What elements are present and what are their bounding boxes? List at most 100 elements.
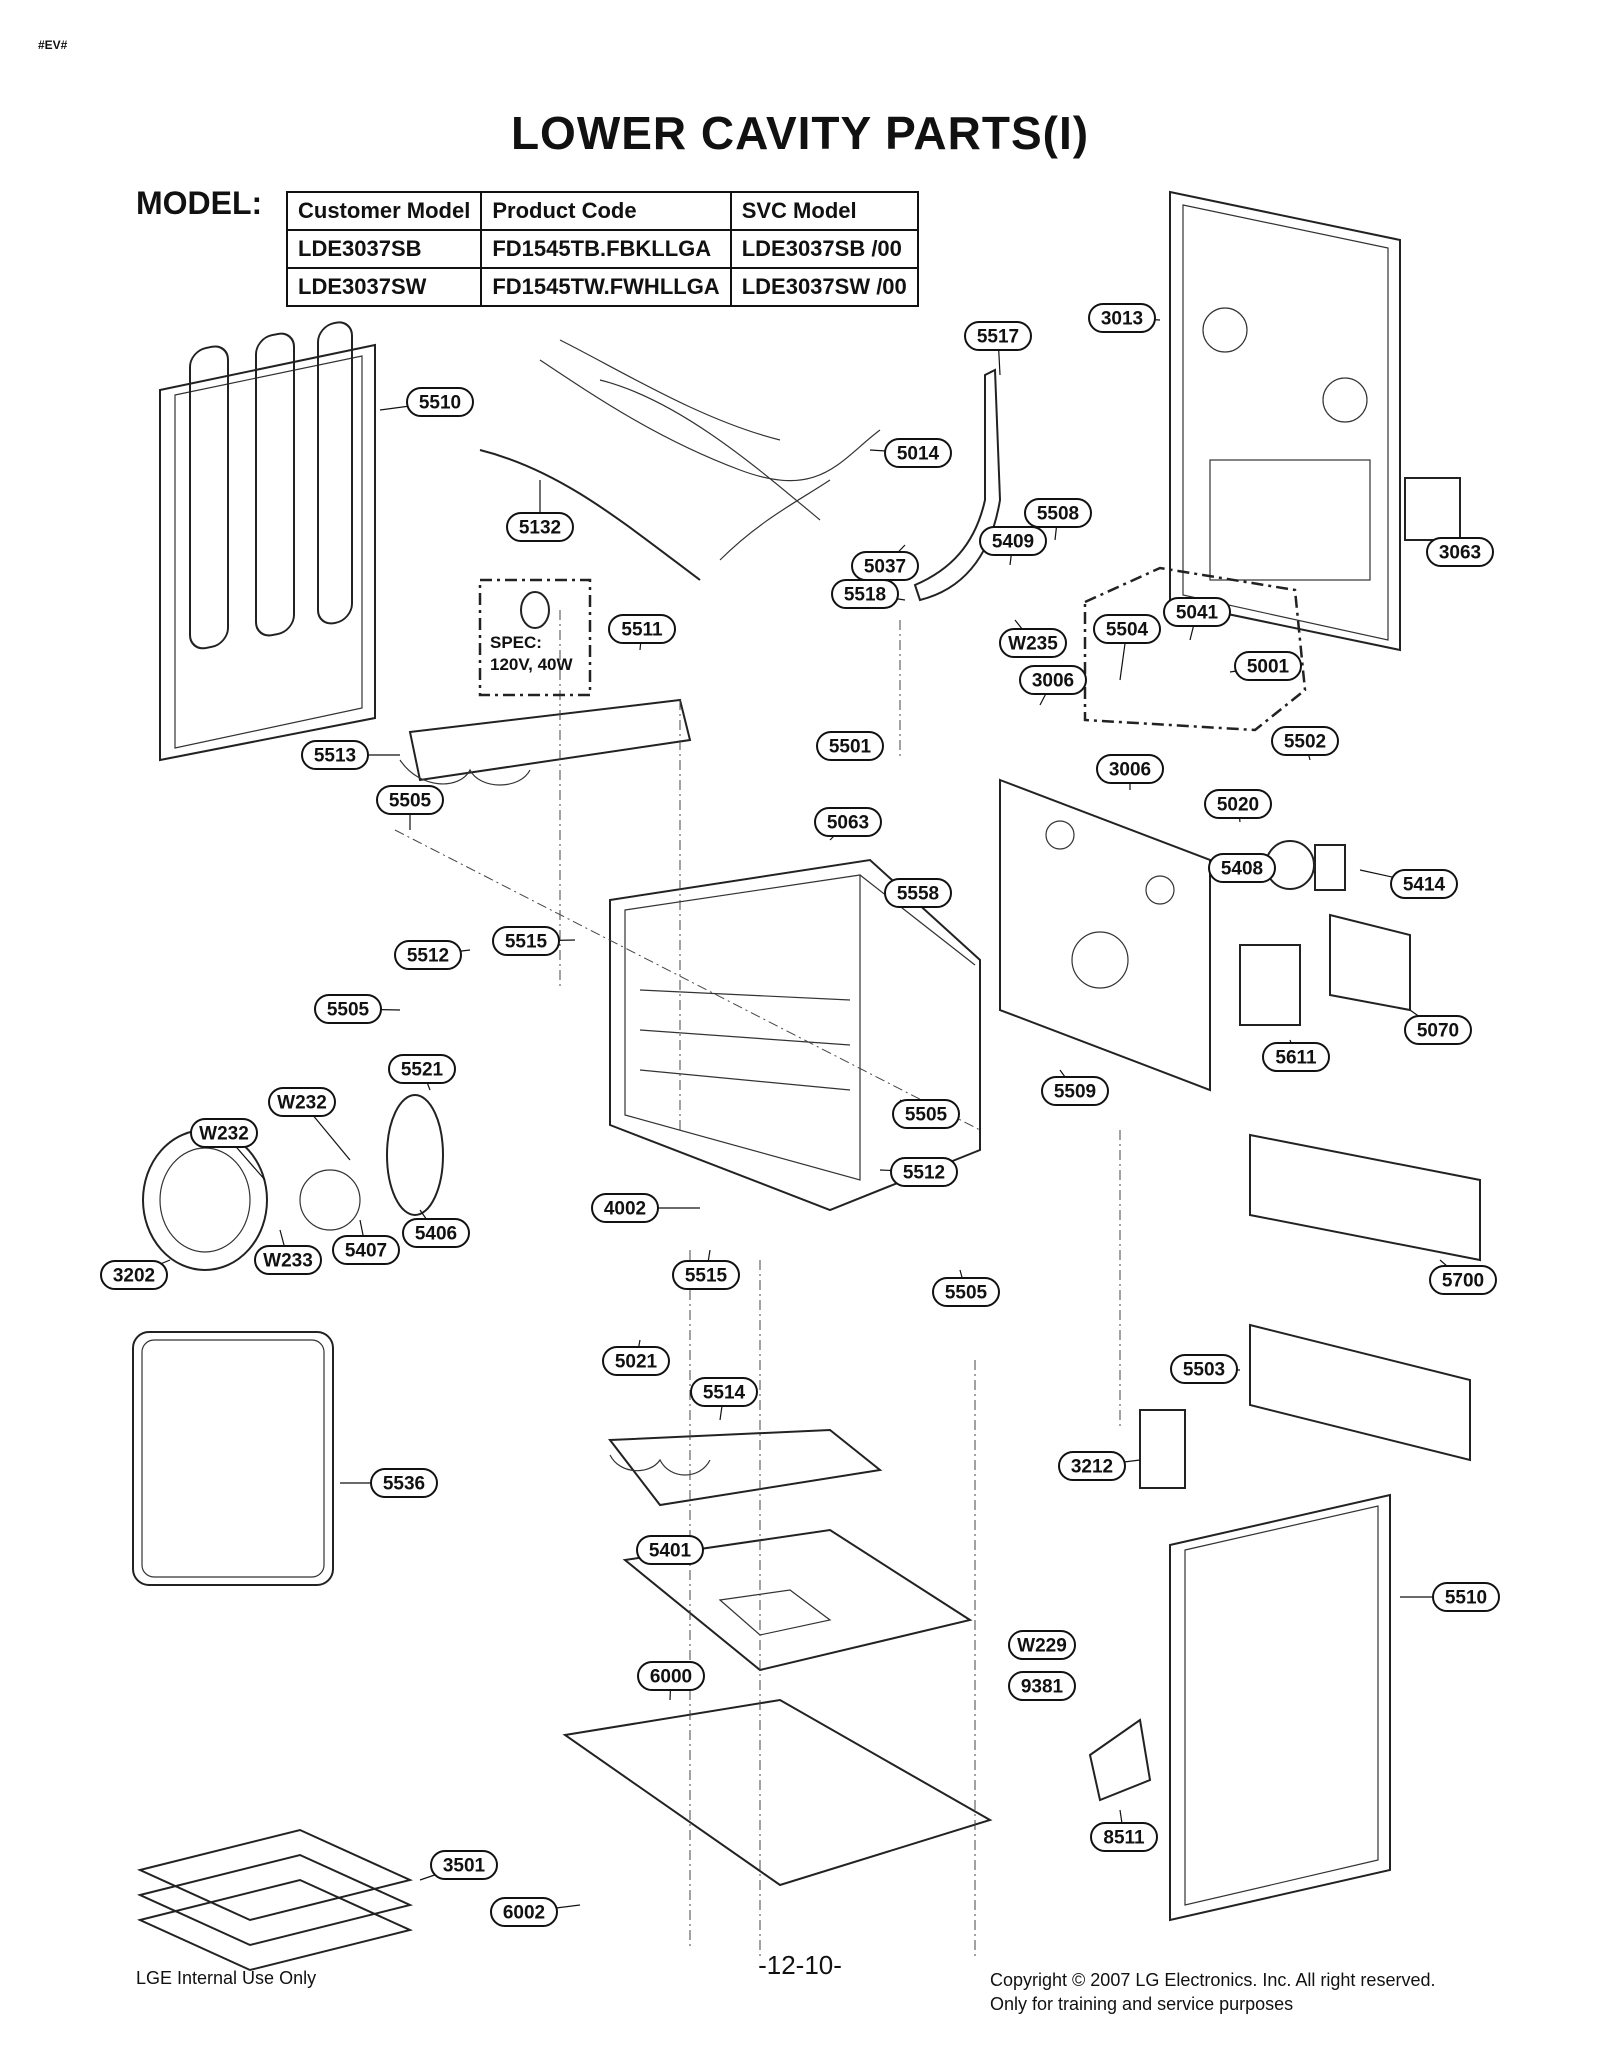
part-number-label: 4002 (604, 1199, 646, 1220)
part-number-label: 5504 (1106, 620, 1149, 641)
model-table-header-row: Customer Model Product Code SVC Model (285, 191, 919, 231)
model-table-row: LDE3037SB FD1545TB.FBKLLGA LDE3037SB /00 (285, 229, 919, 269)
part-number-label: 5515 (505, 932, 548, 953)
oven-racks (136, 1828, 414, 1972)
part-number-label: 3013 (1101, 309, 1143, 330)
part-label-bubble (816, 731, 884, 761)
part-label-bubble (672, 1260, 740, 1290)
part-number-label: 5558 (897, 884, 939, 905)
part-number-label: 5414 (1403, 875, 1446, 896)
part-number-label: 5513 (314, 746, 356, 767)
bake-element-upper (399, 698, 692, 786)
part-label-bubble (608, 614, 676, 644)
part-label-bubble (1090, 1822, 1158, 1852)
part-number-label: 6000 (650, 1667, 692, 1688)
part-label-bubble (314, 994, 382, 1024)
part-number-label: 5517 (977, 327, 1019, 348)
part-label-bubble (1432, 1582, 1500, 1612)
part-number-label: 5536 (383, 1474, 425, 1495)
part-label-bubble (254, 1245, 322, 1275)
part-label-bubble (1058, 1451, 1126, 1481)
part-label-bubble (1271, 726, 1339, 756)
part-number-label: 9381 (1021, 1677, 1064, 1698)
bracket-3212 (1139, 1409, 1186, 1489)
part-label-bubble (1426, 537, 1494, 567)
fan-box (1329, 913, 1411, 1012)
part-number-label: 5514 (703, 1383, 746, 1404)
part-label-bubble (190, 1118, 258, 1148)
part-label-bubble (402, 1218, 470, 1248)
part-label-bubble (1088, 303, 1156, 333)
part-label-bubble (376, 785, 444, 815)
part-number-label: 5070 (1417, 1021, 1459, 1042)
part-label-bubble (964, 321, 1032, 351)
part-label-bubble (1024, 498, 1092, 528)
part-number-label: 5509 (1054, 1082, 1096, 1103)
part-label-bubble (890, 1157, 958, 1187)
part-number-label: 5510 (419, 393, 461, 414)
part-label-bubble (1208, 853, 1276, 883)
side-panel-left (159, 321, 376, 762)
part-label-bubble (999, 628, 1067, 658)
copyright-line-2: Only for training and service purposes (990, 1994, 1294, 2014)
part-label-bubble (1008, 1630, 1076, 1660)
cell-customer-model: LDE3037SB (285, 229, 483, 269)
vent-cover (1404, 477, 1461, 541)
part-number-label: W233 (263, 1251, 313, 1272)
cell-product-code: FD1545TB.FBKLLGA (480, 229, 732, 269)
part-label-bubble (1163, 597, 1231, 627)
part-label-bubble (1204, 789, 1272, 819)
part-number-label: 5503 (1183, 1360, 1225, 1381)
part-number-label: 5041 (1176, 603, 1219, 624)
part-label-bubble (884, 438, 952, 468)
part-number-label: W235 (1008, 634, 1058, 655)
cell-customer-model: LDE3037SW (285, 267, 483, 307)
bulb-spec-text: SPEC: 120V, 40W (490, 632, 573, 676)
part-label-bubble (1429, 1265, 1497, 1295)
copyright-line-1: Copyright © 2007 LG Electronics. Inc. Al… (990, 1970, 1436, 1990)
model-table-row: LDE3037SW FD1545TW.FWHLLGA LDE3037SW /00 (285, 267, 919, 307)
part-number-label: 5406 (415, 1224, 457, 1245)
part-number-label: 5020 (1217, 795, 1259, 816)
part-label-bubble (884, 878, 952, 908)
part-number-label: 5505 (327, 1000, 370, 1021)
part-label-bubble (690, 1377, 758, 1407)
wiring-harness (479, 339, 881, 581)
part-label-bubble (492, 926, 560, 956)
part-label-bubble (814, 807, 882, 837)
part-label-bubble (1262, 1042, 1330, 1072)
part-number-label: 5409 (992, 532, 1034, 553)
part-number-label: 5132 (519, 518, 561, 539)
part-label-bubble (100, 1260, 168, 1290)
part-label-bubble (1390, 869, 1458, 899)
part-number-label: 3212 (1071, 1457, 1113, 1478)
part-label-bubble (636, 1535, 704, 1565)
cell-svc-model: LDE3037SW /00 (729, 267, 919, 307)
footer-copyright: Copyright © 2007 LG Electronics. Inc. Al… (990, 1968, 1435, 2016)
part-number-label: 5511 (621, 620, 663, 641)
part-number-label: 5508 (1037, 504, 1079, 525)
part-number-label: 6002 (503, 1903, 545, 1924)
oven-cavity (609, 858, 981, 1212)
part-label-bubble (1041, 1076, 1109, 1106)
part-label-bubble (406, 387, 474, 417)
part-number-label: 5512 (903, 1163, 945, 1184)
part-number-label: 8511 (1103, 1828, 1145, 1849)
bulb-spec-box (478, 578, 592, 697)
bracket-5517 (913, 368, 1002, 602)
bottom-pan (562, 1698, 993, 1887)
spec-line-1: SPEC: (490, 633, 542, 652)
part-label-bubble (1019, 665, 1087, 695)
part-number-label: 5505 (945, 1283, 988, 1304)
part-label-bubble (394, 940, 462, 970)
part-number-label: W232 (199, 1124, 249, 1145)
part-number-label: 5510 (1445, 1588, 1487, 1609)
part-label-bubble (1404, 1015, 1472, 1045)
motor-5414 (1314, 844, 1346, 891)
part-number-label: 5408 (1221, 859, 1263, 880)
cavity-back-plate (999, 778, 1211, 1092)
part-label-bubble (370, 1468, 438, 1498)
part-number-label: 5037 (864, 557, 906, 578)
part-label-bubble (602, 1346, 670, 1376)
part-label-bubble (591, 1193, 659, 1223)
